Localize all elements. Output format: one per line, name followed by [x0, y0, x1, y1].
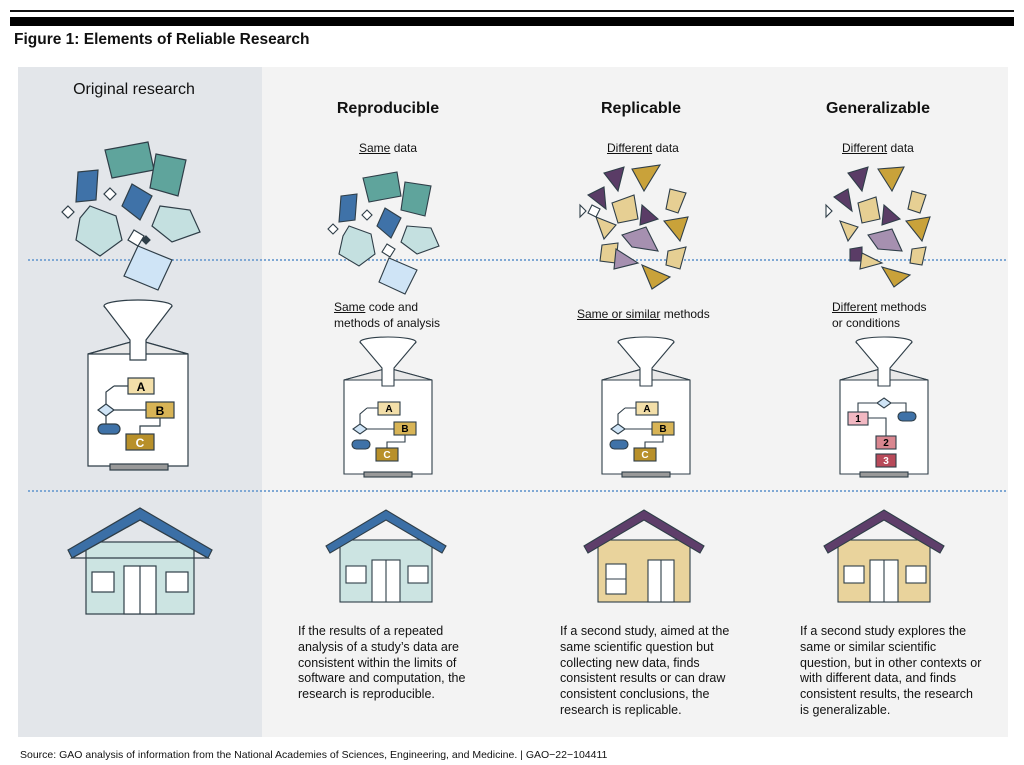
flow-box-c-label: C — [641, 450, 648, 461]
replicable-analysis-box-illustration: A B C — [601, 336, 691, 478]
replicable-data-shapes-illustration — [579, 164, 689, 290]
flow-box-c-label: C — [136, 436, 145, 450]
flow-box-b-label: B — [401, 424, 408, 435]
generalizable-description: If a second study explores the same or s… — [800, 624, 982, 717]
replicable-house-illustration — [583, 509, 705, 603]
replicable-data-label: Different data — [607, 141, 679, 155]
divider-lower — [28, 490, 1006, 492]
generalizable-analysis-box-illustration: 1 2 3 — [839, 336, 929, 478]
flow-box-c-label: C — [383, 450, 390, 461]
flow-box-1-label: 1 — [855, 414, 861, 425]
generalizable-data-shapes-illustration — [825, 166, 931, 288]
flow-box-2-label: 2 — [883, 438, 889, 449]
generalizable-house-illustration — [823, 509, 945, 603]
reproducible-house-illustration — [325, 509, 447, 603]
top-rule — [10, 10, 1014, 12]
original-data-shapes-illustration — [61, 141, 201, 291]
original-house-illustration — [67, 507, 213, 615]
top-thick-rule — [10, 17, 1014, 26]
flow-box-a-label: A — [643, 404, 650, 415]
original-research-heading: Original research — [73, 81, 195, 98]
replicable-heading: Replicable — [600, 100, 682, 117]
figure-title: Figure 1: Elements of Reliable Research — [14, 31, 310, 48]
reproducible-description: If the results of a repeated analysis of… — [298, 624, 466, 702]
replicable-methods-label: Same or similar methods — [577, 307, 710, 321]
flow-box-b-label: B — [156, 404, 165, 418]
reproducible-heading: Reproducible — [336, 100, 440, 117]
generalizable-heading: Generalizable — [825, 100, 931, 117]
reproducible-data-shapes-illustration — [327, 171, 440, 295]
reproducible-analysis-box-illustration: A B C — [343, 336, 433, 478]
source-note: Source: GAO analysis of information from… — [20, 749, 608, 761]
flow-box-a-label: A — [385, 404, 392, 415]
divider-upper — [28, 259, 1006, 261]
flow-box-a-label: A — [137, 380, 146, 394]
flow-box-b-label: B — [659, 424, 666, 435]
reproducible-data-label: Same data — [359, 141, 418, 155]
replicable-description: If a second study, aimed at the same sci… — [560, 624, 730, 717]
generalizable-data-label: Different data — [842, 141, 914, 155]
original-analysis-box-illustration: A B C — [87, 299, 189, 471]
flow-box-3-label: 3 — [883, 456, 889, 467]
